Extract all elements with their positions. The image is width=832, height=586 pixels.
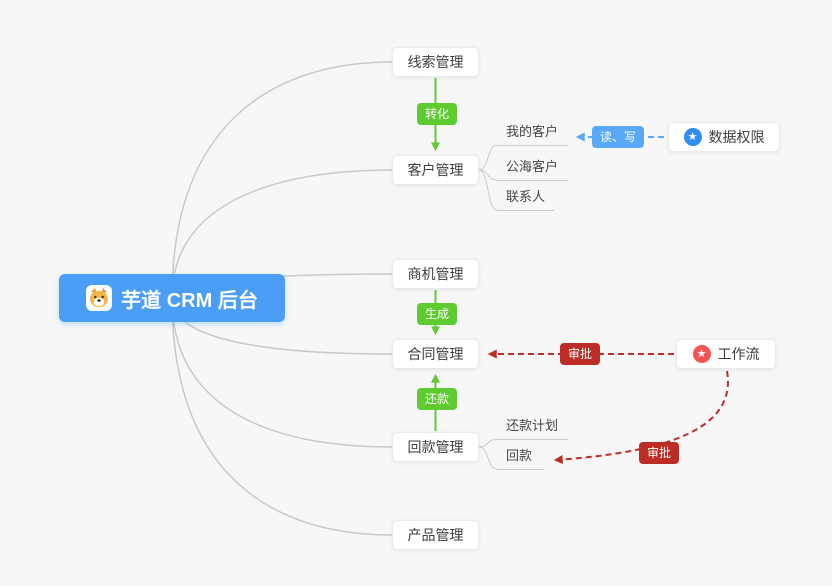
node-receivable-management: 回款管理 [392, 432, 479, 462]
edge-label-convert: 转化 [417, 103, 458, 125]
edge-label-read-write: 读、写 [592, 126, 645, 148]
edge-root-to-product [171, 297, 393, 536]
leaf-public-pool-customers: 公海客户 [496, 159, 568, 181]
arrow-workflow-to-payment [553, 370, 729, 465]
star-icon: ★ [692, 345, 711, 363]
node-label: 客户管理 [407, 162, 464, 178]
node-product-management: 产品管理 [392, 520, 479, 550]
leaf-my-customers: 我的客户 [496, 124, 568, 146]
leaf-contacts: 联系人 [496, 189, 554, 211]
node-opportunity-management: 商机管理 [392, 259, 479, 289]
node-label: 合同管理 [407, 346, 464, 362]
edge-customer-to-contact [478, 169, 498, 211]
edge-customer-to-mine [478, 144, 498, 171]
root-label: 芋道 CRM 后台 [121, 289, 258, 312]
edge-label-approve-contract: 审批 [560, 343, 601, 365]
node-data-permission: ★ 数据权限 [668, 122, 780, 152]
node-label: 数据权限 [708, 129, 765, 145]
edge-receivable-to-payment [478, 446, 498, 470]
node-workflow: ★ 工作流 [676, 339, 776, 369]
edge-root-to-receivable [171, 297, 393, 448]
root-node-crm-backend: 芋道 CRM 后台 [59, 274, 285, 322]
edge-root-to-leads [171, 61, 393, 299]
node-leads-management: 线索管理 [392, 47, 479, 77]
edge-label-approve-receivable: 审批 [639, 442, 680, 464]
node-customer-management: 客户管理 [392, 155, 479, 185]
node-label: 工作流 [717, 346, 760, 362]
edge-root-to-customer [171, 169, 393, 299]
node-label: 产品管理 [407, 527, 464, 543]
leaf-payment: 回款 [496, 448, 544, 470]
leaf-repayment-plan: 还款计划 [496, 418, 568, 440]
edge-label-generate: 生成 [417, 303, 458, 325]
edge-label-repay: 还款 [417, 388, 458, 410]
node-label: 商机管理 [407, 266, 464, 282]
dog-face-icon [86, 285, 113, 311]
star-icon: ★ [683, 128, 702, 146]
node-contract-management: 合同管理 [392, 339, 479, 369]
node-label: 线索管理 [407, 54, 464, 70]
edge-receivable-to-plan [478, 438, 498, 448]
node-label: 回款管理 [407, 439, 464, 455]
